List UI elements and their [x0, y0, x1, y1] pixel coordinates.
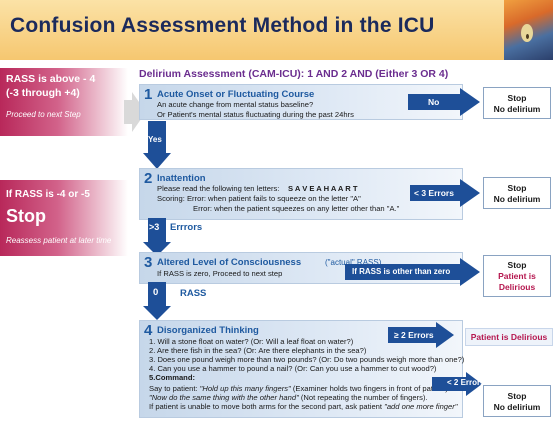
step3-nonzero-arrow-icon [345, 258, 480, 286]
assessment-title: Delirium Assessment (CAM-ICU): 1 AND 2 A… [139, 68, 449, 80]
proceed-text: Proceed to next Step [6, 110, 81, 119]
scream-painting-image [504, 0, 553, 60]
if-rass-text: If RASS is -4 or -5 [6, 189, 90, 200]
step4-delirious-box: Patient is Delirious [465, 328, 553, 346]
step3-outcome-box: Stop Patient is Delirious [483, 255, 551, 297]
step3-heading-a: Altered Level of Consciousness [157, 257, 302, 268]
step2-heading: Inattention [157, 173, 206, 184]
step4-unable-a: If patient is unable to move both arms f… [149, 402, 385, 411]
step4-outcome-box: Stop No delirium [483, 385, 551, 417]
stop-heading: Stop [6, 206, 46, 226]
rass-stop-panel: If RASS is -4 or -5 Stop Reassess patien… [0, 180, 128, 256]
step2-number: 2 [144, 170, 153, 187]
step4-outcome-line1: Stop [507, 391, 527, 401]
step4-say-line: Say to patient: "Hold up this many finge… [149, 384, 448, 394]
step2-errors-label: Errrors [170, 222, 203, 233]
step2-lt3-arrow-icon [410, 179, 480, 207]
step4-command: 5.Command: [149, 373, 195, 382]
step4-question1: 1. Will a stone float on water? (Or: Wil… [149, 337, 354, 346]
step1-no-arrow-icon [408, 88, 480, 116]
step3-number: 3 [144, 254, 153, 271]
rass-above-line2: (-3 through +4) [6, 87, 80, 99]
step4-question2: 2. Are there fish in the sea? (Or: Are t… [149, 346, 367, 355]
step2-outcome-box: Stop No delirium [483, 177, 551, 209]
step4-outcome-line2: No delirium [493, 402, 541, 412]
step2-outcome-line2: No delirium [493, 194, 541, 204]
step4-unable-line: If patient is unable to move both arms f… [149, 402, 457, 412]
step4-say-a: Say to patient: [149, 384, 200, 393]
title-band [0, 0, 553, 60]
step1-outcome-box: Stop No delirium [483, 87, 551, 119]
page-title: Confusion Assessment Method in the ICU [10, 14, 435, 37]
step1-outcome-line2: No delirium [493, 104, 541, 114]
step1-no-label: No [428, 97, 440, 107]
step4-now-line: "Now do the same thing with the other ha… [149, 393, 428, 403]
step1-outcome-line1: Stop [507, 93, 527, 103]
step4-unable-b: "add one more finger" [384, 402, 458, 411]
step4-heading: Disorganized Thinking [157, 325, 259, 336]
step2-letters: S A V E A H A A R T [288, 184, 358, 193]
step4-lt2-label: < 2 Errors [447, 378, 485, 387]
rass-above-panel: RASS is above - 4 (-3 through +4) Procee… [0, 68, 128, 136]
step3-outcome-line1: Stop [507, 260, 527, 270]
step2-line1: Please read the following ten letters: [157, 184, 280, 193]
step2-outcome-line1: Stop [507, 183, 527, 193]
step2-line2: Scoring: Error: when patient fails to sq… [157, 194, 361, 203]
step3-rass-label: RASS [180, 288, 207, 299]
step4-now-a: "Now do the same thing with the other ha… [149, 393, 299, 402]
step2-gt3-label: >3 [149, 222, 160, 232]
step3-nonzero-label: If RASS is other than zero [352, 267, 451, 276]
step4-question4: 4. Can you use a hammer to pound a nail?… [149, 364, 437, 373]
step1-yes-arrow-icon [143, 121, 171, 169]
step1-line2: Or Patient's mental status fluctuating d… [157, 110, 354, 119]
reassess-text: Reassess patient at later time [6, 236, 112, 245]
step4-question3: 3. Does one pound weigh more than two po… [149, 355, 465, 364]
step3-outcome-line3: Delirious [498, 282, 536, 292]
step4-lt2-arrow-icon [432, 372, 482, 396]
proceed-arrow-icon [124, 92, 146, 132]
step3-zero-arrow-icon [143, 282, 171, 320]
step4-now-b: (Not repeating the number of fingers). [298, 393, 428, 402]
step1-yes-label: Yes [148, 135, 162, 144]
step3-line1: If RASS is zero, Proceed to next step [157, 269, 283, 278]
step2-gt3-arrow-icon [143, 218, 171, 256]
step4-number: 4 [144, 322, 153, 339]
step1-heading: Acute Onset or Fluctuating Course [157, 89, 315, 100]
step2-box: 2 Inattention Please read the following … [139, 168, 463, 220]
step1-number: 1 [144, 86, 153, 103]
step3-outcome-line2: Patient is [498, 271, 536, 281]
step2-line3: Error: when the patient squeezes on any … [193, 204, 400, 213]
step4-ge2-label: ≥ 2 Errors [394, 330, 434, 340]
step2-lt3-label: < 3 Errors [414, 188, 454, 198]
rass-above-line1: RASS is above - 4 [6, 73, 96, 85]
step3-zero-label: 0 [153, 287, 159, 298]
step4-say-b: "Hold up this many fingers" [199, 384, 291, 393]
step3-heading-b: ("actual" RASS) [325, 258, 382, 267]
step1-line1: An acute change from mental status basel… [157, 100, 314, 109]
step4-say-c: (Examiner holds two fingers in front of … [290, 384, 448, 393]
step4-ge2-arrow-icon [388, 322, 454, 348]
